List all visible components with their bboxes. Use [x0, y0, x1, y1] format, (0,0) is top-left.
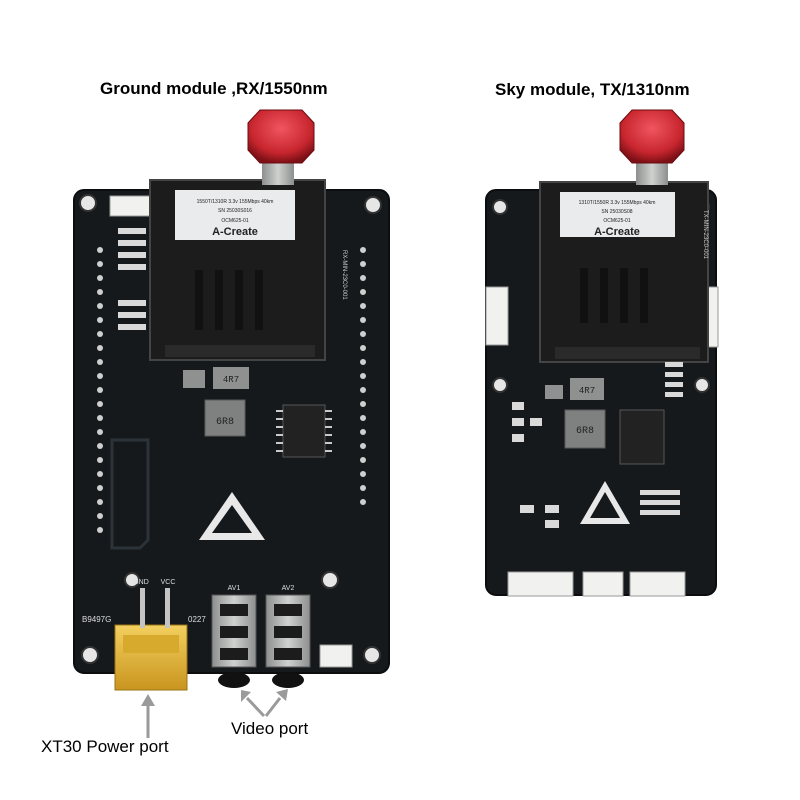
- av1-label: AV1: [228, 585, 241, 592]
- ground-side-text: RX-MIN-23C0-001: [341, 250, 347, 300]
- ground-module-spec: 1550T/1310R 3.3v 155Mbps 40km: [197, 199, 274, 205]
- sky-module-sn: SN 25030S08: [601, 209, 632, 215]
- xt30-power-port-callout: XT30 Power port: [41, 737, 169, 756]
- ground-inductor-small: 4R7: [223, 375, 239, 385]
- video-port-arrows: [241, 689, 288, 718]
- video-port-callout: Video port: [231, 719, 309, 738]
- ground-date-code: 0227: [188, 615, 206, 624]
- sky-board: [485, 109, 719, 597]
- sky-module-model: OCM625-01: [603, 218, 630, 224]
- av2-jack: [265, 594, 311, 688]
- sky-module-title: Sky module, TX/1310nm: [495, 80, 690, 99]
- sky-module-brand: A-Create: [594, 226, 640, 238]
- vcc-label: VCC: [161, 579, 176, 586]
- sky-inductor-large: 6R8: [576, 426, 594, 437]
- ground-serial: B9497G: [82, 615, 111, 624]
- sky-side-text: TX-MIN-23C0-001: [702, 210, 708, 260]
- ground-module-model: OCM625-01: [221, 218, 248, 224]
- ground-module-title: Ground module ,RX/1550nm: [100, 79, 328, 98]
- power-port-arrow: [141, 694, 155, 738]
- sky-inductor-small: 4R7: [579, 386, 595, 396]
- av1-jack: [211, 594, 257, 688]
- gnd-label: GND: [133, 579, 149, 586]
- ground-module-brand: A-Create: [212, 226, 258, 238]
- sky-module-spec: 1310T/1550R 3.3v 155Mbps 40km: [579, 200, 656, 206]
- ground-module-sn: SN 25030S016: [218, 208, 252, 214]
- ground-inductor-large: 6R8: [216, 417, 234, 428]
- ground-board: [73, 109, 390, 691]
- av2-label: AV2: [282, 585, 295, 592]
